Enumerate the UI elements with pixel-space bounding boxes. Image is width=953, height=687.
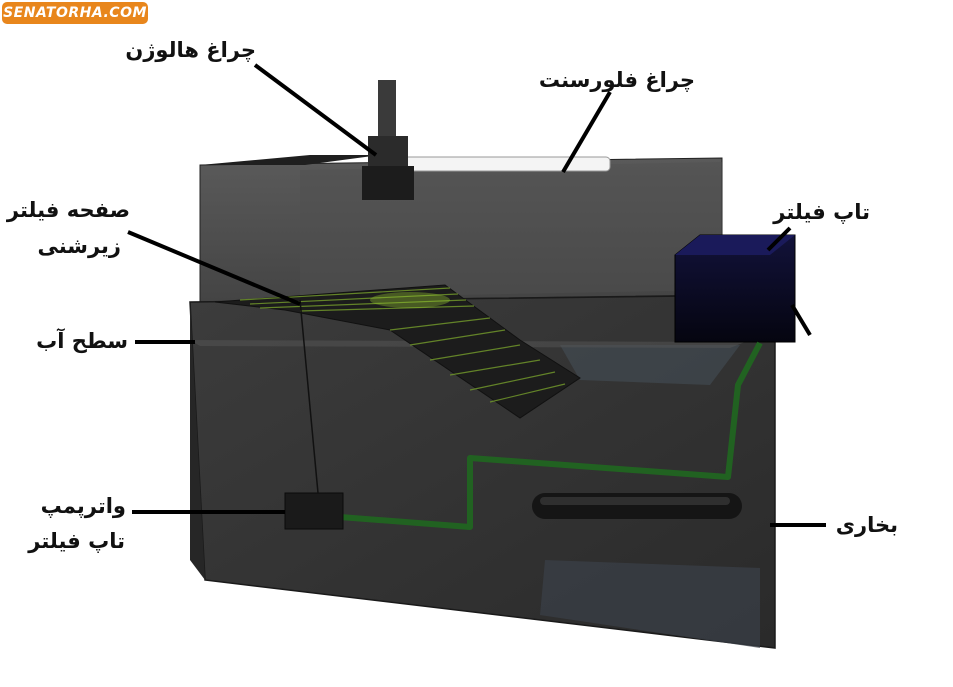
heater [532,493,742,519]
label-water-pump-line2: تاپ فیلتر [28,529,125,553]
label-top-filter: تاپ فیلتر [773,200,870,224]
hood [199,155,723,303]
label-water-surface: سطح آب [36,329,128,353]
label-fluorescent-lamp: چراغ فلورسنت [538,68,695,92]
top-filter-box [674,234,796,343]
label-water-pump-line1: واترپمپ [40,494,126,518]
label-heater: بخاری [835,513,898,537]
undergravel-filter-plate [214,284,581,419]
filter-pipe [339,341,763,530]
fluorescent-lamp [394,156,611,172]
label-halogen-lamp: چراغ هالوژن [125,38,256,62]
water-pump [284,299,344,530]
halogen-lamp [362,80,414,200]
label-filter-plate-line1: صفحه فیلتر [6,198,130,222]
label-filter-plate-line2: زیرشنی [37,234,121,258]
watermark-logo: SENATORHA.COM [2,2,148,24]
leader-lines [127,63,826,527]
